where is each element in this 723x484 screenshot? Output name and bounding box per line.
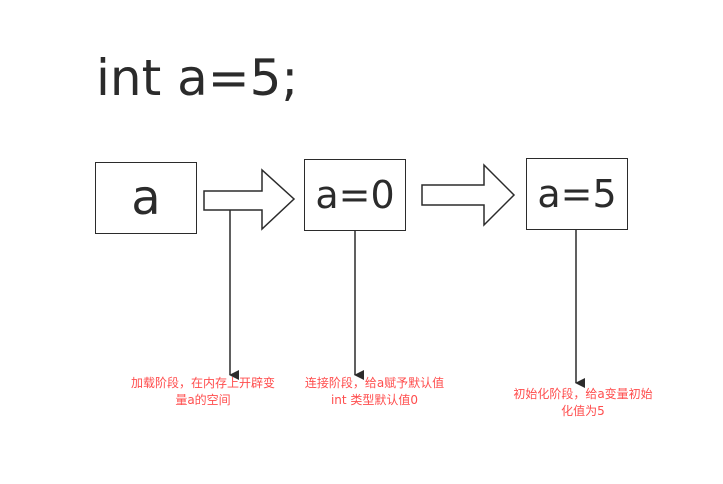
stage-box-init: a=5 [526,158,628,230]
stage-box-link: a=0 [304,159,406,231]
note-load-line-1: 加载阶段，在内存上开辟变 [130,376,275,390]
note-load-stage: 加载阶段，在内存上开辟变 量a的空间 [113,375,293,409]
block-arrow-2 [421,163,516,227]
block-arrow-1 [203,168,296,231]
note-init-line-1: 初始化阶段，给a变量初始 [513,387,653,401]
note-link-line-2: int 类型默认值0 [330,393,419,407]
note-link-stage: 连接阶段，给a赋予默认值 int 类型默认值0 [287,375,462,409]
note-init-line-2: 化值为5 [561,404,605,418]
note-load-line-2: 量a的空间 [175,393,231,407]
note-init-stage: 初始化阶段，给a变量初始 化值为5 [498,386,668,420]
stage-box-load: a [95,162,197,234]
note-link-line-1: 连接阶段，给a赋予默认值 [304,376,445,390]
code-title: int a=5; [96,49,299,107]
